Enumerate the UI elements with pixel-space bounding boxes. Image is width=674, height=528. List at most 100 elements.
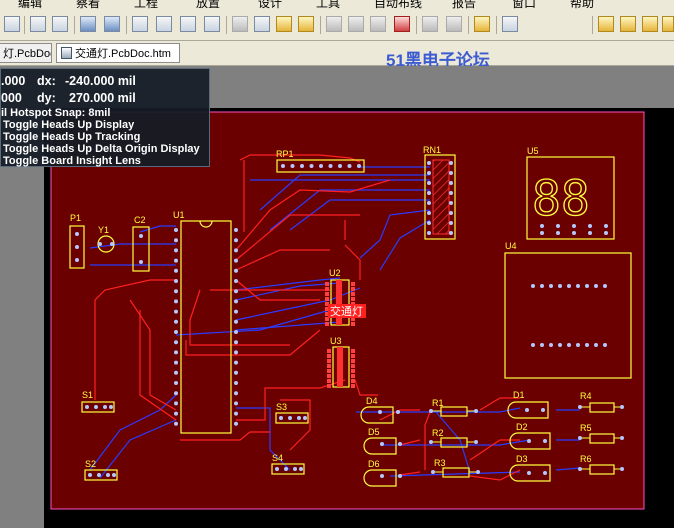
place-via-icon[interactable] <box>642 16 658 32</box>
u2-designator: U2 <box>329 268 341 278</box>
rp1-designator: RP1 <box>276 149 294 159</box>
wand-icon[interactable] <box>474 16 490 32</box>
print-icon[interactable] <box>30 16 46 32</box>
hud-option-delta-origin[interactable]: Toggle Heads Up Delta Origin Display <box>3 143 200 155</box>
hud-snap-info: il Hotspot Snap: 8mil <box>1 107 111 119</box>
pad <box>174 268 178 273</box>
smd-pad <box>325 287 329 291</box>
redo-icon[interactable] <box>446 16 462 32</box>
tab-pcbdoc[interactable]: 灯.PcbDoc <box>0 43 52 63</box>
svg-text:R3: R3 <box>434 458 446 468</box>
pad <box>234 350 238 355</box>
u5-outline <box>526 156 615 240</box>
pad <box>234 319 238 324</box>
tab-pcbdoc-htm[interactable]: 交通灯.PcbDoc.htm <box>56 43 180 63</box>
svg-text:S4: S4 <box>272 453 283 463</box>
svg-text:R2: R2 <box>432 428 444 438</box>
pad <box>572 231 576 235</box>
move-icon[interactable] <box>348 16 364 32</box>
zoom-filter-icon[interactable] <box>204 16 220 32</box>
pad <box>449 231 453 235</box>
u5-pads <box>540 224 608 235</box>
menu-project[interactable]: 工程 <box>134 0 159 10</box>
pad <box>585 343 589 347</box>
led-d5: D5 <box>363 427 402 455</box>
zoom-area-icon[interactable] <box>156 16 172 32</box>
pad <box>234 228 238 232</box>
u4-outline <box>504 252 632 379</box>
u5-designator: U5 <box>527 146 539 156</box>
u4-designator: U4 <box>505 241 517 251</box>
menu-reports[interactable]: 报告 <box>452 0 477 10</box>
folder-icon[interactable] <box>4 16 20 32</box>
deselect-icon[interactable] <box>394 16 410 32</box>
pad <box>234 401 238 406</box>
pad <box>174 248 178 253</box>
u1-pads <box>174 228 238 426</box>
cut-icon[interactable] <box>232 16 248 32</box>
pad <box>427 231 431 235</box>
pad <box>234 330 238 334</box>
p1-designator: P1 <box>70 213 81 223</box>
menu-place[interactable]: 放置 <box>196 0 221 10</box>
copy-icon[interactable] <box>254 16 270 32</box>
rubber-stamp-icon[interactable] <box>298 16 314 32</box>
menu-window[interactable]: 窗口 <box>512 0 537 10</box>
board-label: 交通灯 <box>330 304 363 318</box>
svg-text:R1: R1 <box>432 398 444 408</box>
pad <box>556 224 560 228</box>
layers-icon[interactable] <box>80 16 96 32</box>
pad <box>338 164 342 168</box>
smd-pad <box>351 297 355 301</box>
svg-text:D5: D5 <box>368 427 380 437</box>
pad <box>290 164 295 168</box>
pad <box>174 238 178 243</box>
pad <box>531 343 535 347</box>
print-preview-icon[interactable] <box>52 16 68 32</box>
hud-option-tracking[interactable]: Toggle Heads Up Tracking <box>3 131 141 143</box>
interactive-route-icon[interactable] <box>598 16 614 32</box>
pad <box>347 164 352 168</box>
zoom-fit-icon[interactable] <box>132 16 148 32</box>
pad <box>427 191 431 195</box>
tab-label: 灯.PcbDoc <box>3 48 52 60</box>
smd-pad <box>351 322 355 326</box>
board-view-icon[interactable] <box>104 16 120 32</box>
c2-outline <box>132 226 150 272</box>
top-layer-traces <box>94 154 521 481</box>
pad <box>234 421 238 426</box>
smd-pad <box>325 317 329 321</box>
menu-view[interactable]: 察看 <box>76 0 101 10</box>
svg-text:S2: S2 <box>85 459 96 469</box>
menu-edit[interactable]: 编辑 <box>18 0 43 10</box>
toolbar-separator <box>468 16 469 34</box>
hud-dx-value: -240.000 mil <box>65 74 136 88</box>
menu-autoroute[interactable]: 自动布线 <box>374 0 423 10</box>
pad <box>603 284 607 288</box>
undo-icon[interactable] <box>422 16 438 32</box>
select-area-icon[interactable] <box>326 16 342 32</box>
main-toolbar <box>0 10 674 41</box>
menu-design[interactable]: 设计 <box>258 0 283 10</box>
hud-option-insight-lens[interactable]: Toggle Board Insight Lens <box>3 155 141 167</box>
menu-help[interactable]: 帮助 <box>570 0 595 10</box>
library-icon[interactable] <box>502 16 518 32</box>
c2-designator: C2 <box>134 215 146 225</box>
hud-dx-label: dx: <box>37 74 56 88</box>
pad <box>174 279 178 283</box>
pad <box>357 164 361 168</box>
resistor-r6: R6 <box>578 454 624 475</box>
hud-option-display[interactable]: Toggle Heads Up Display <box>3 119 135 131</box>
smd-pad <box>351 359 355 363</box>
place-track-icon[interactable] <box>620 16 636 32</box>
paste-icon[interactable] <box>276 16 292 32</box>
menu-bar: 编辑 察看 工程 放置 设计 工具 自动布线 报告 窗口 帮助 <box>0 0 674 10</box>
pad <box>572 224 576 228</box>
menu-tools[interactable]: 工具 <box>316 0 341 10</box>
select-connection-icon[interactable] <box>370 16 386 32</box>
pad <box>328 164 333 168</box>
svg-text:R6: R6 <box>580 454 592 464</box>
forum-banner: 51黑电子论坛 <box>386 51 490 70</box>
zoom-selected-icon[interactable] <box>180 16 196 32</box>
